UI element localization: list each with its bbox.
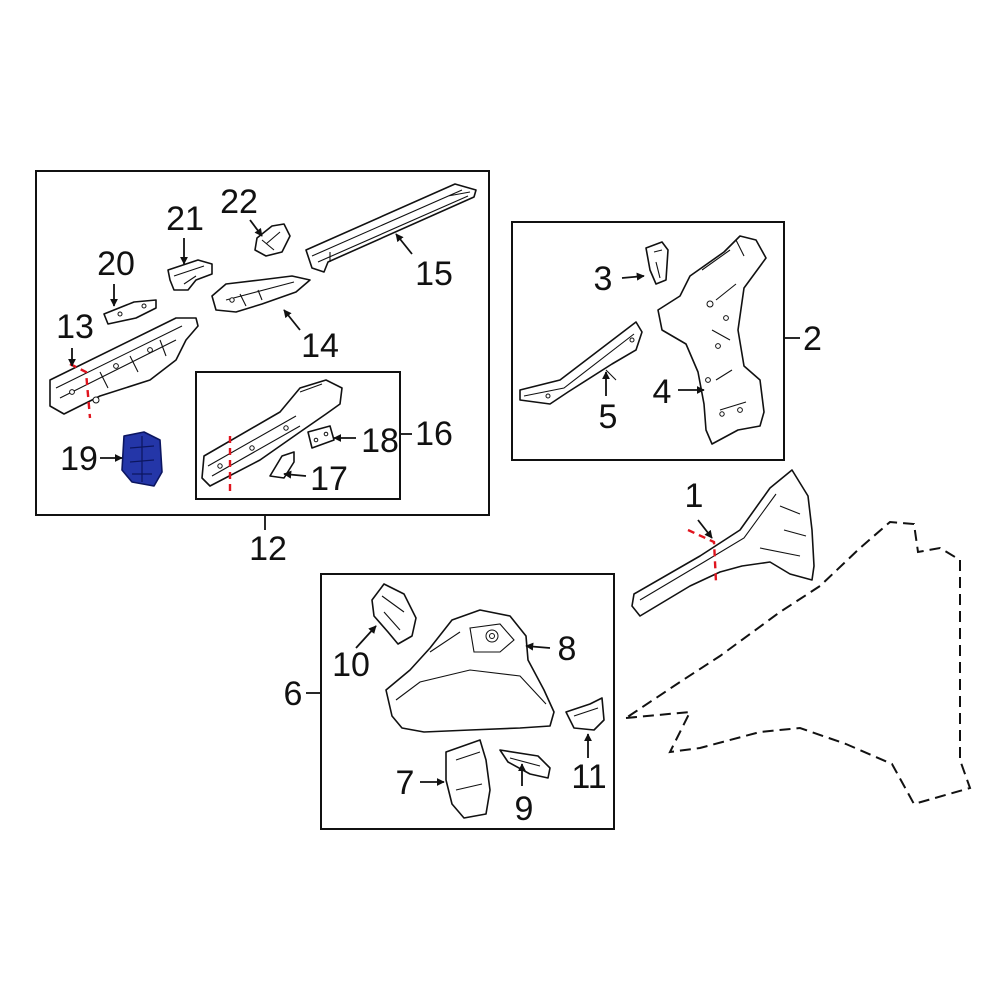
arrow-15 <box>395 233 413 255</box>
part-22-gusset <box>254 223 291 257</box>
callout-17: 17 <box>310 460 348 498</box>
part-19-highlighted <box>121 431 163 487</box>
callout-18: 18 <box>361 422 399 460</box>
arrow-17 <box>283 470 307 479</box>
part-5-brace <box>519 321 643 405</box>
part-1-reinforcement <box>631 469 815 617</box>
cut-line-1 <box>687 528 718 583</box>
callout-16: 16 <box>415 415 453 453</box>
callout-14: 14 <box>301 327 339 365</box>
fender-outline <box>625 520 972 806</box>
arrow-14 <box>283 309 301 331</box>
callout-20: 20 <box>97 245 135 283</box>
callout-2: 2 <box>803 320 822 358</box>
callout-5: 5 <box>599 398 618 436</box>
callout-1: 1 <box>685 477 704 515</box>
callout-3: 3 <box>594 260 613 298</box>
callout-15: 15 <box>415 255 453 293</box>
part-10-bracket <box>371 583 417 645</box>
part-3-bracket <box>645 241 669 285</box>
callout-13: 13 <box>56 308 94 346</box>
part-8-strut-tower <box>385 609 555 733</box>
callout-7: 7 <box>396 764 415 802</box>
part-15-rail <box>305 183 477 273</box>
callout-4: 4 <box>653 373 672 411</box>
callout-22: 22 <box>220 183 258 221</box>
callout-19: 19 <box>60 440 98 478</box>
arrow-3 <box>621 272 645 281</box>
arrow-10 <box>355 625 377 649</box>
part-7-brace <box>445 739 491 819</box>
callout-11: 11 <box>571 758 606 796</box>
part-16-inner-rail <box>201 379 343 487</box>
part-13-frame-rail <box>49 317 199 415</box>
callout-9: 9 <box>515 790 534 828</box>
callout-10: 10 <box>332 646 370 684</box>
arrow-1 <box>697 519 713 539</box>
part-20-plate <box>103 299 157 325</box>
part-11-bracket <box>565 697 605 731</box>
part-9-bracket <box>499 749 551 779</box>
group-box-12 <box>35 170 490 516</box>
arrow-22 <box>249 219 263 237</box>
group-box-16 <box>195 371 401 500</box>
callout-6: 6 <box>284 675 303 713</box>
callout-12: 12 <box>249 530 287 568</box>
part-21-bracket <box>167 259 213 291</box>
part-18-plate <box>307 425 335 449</box>
callout-21: 21 <box>166 200 204 238</box>
arrow-8 <box>525 642 551 651</box>
part-4-apron <box>657 235 767 445</box>
group-box-6 <box>320 573 615 830</box>
callout-8: 8 <box>558 630 577 668</box>
group-box-2 <box>511 221 785 461</box>
part-14-extension <box>211 275 311 313</box>
